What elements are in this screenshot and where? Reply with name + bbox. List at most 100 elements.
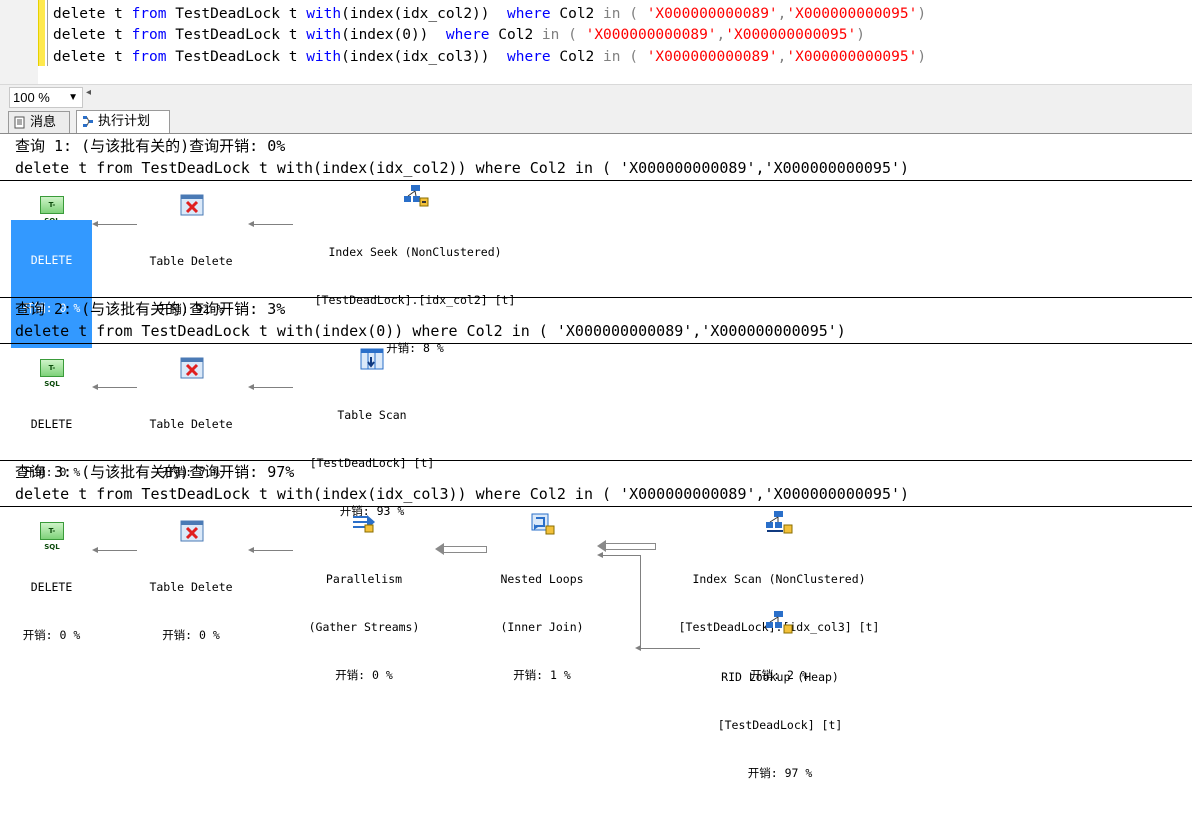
node-cost: 开销: 93 % bbox=[339, 504, 405, 518]
node-detail: (Gather Streams) bbox=[308, 620, 420, 634]
plan-node-index-scan[interactable]: Index Scan (NonClustered) [TestDeadLock]… bbox=[650, 539, 908, 715]
code-text: (index(idx_col3)) bbox=[341, 49, 507, 65]
operator: , bbox=[777, 49, 787, 65]
nested-loops-icon[interactable] bbox=[530, 511, 556, 539]
operator: ( bbox=[620, 6, 647, 22]
node-cost: 开销: 0 % bbox=[22, 628, 81, 642]
node-label: Table Delete bbox=[149, 254, 233, 268]
code-line-2[interactable]: delete t from TestDeadLock t with(index(… bbox=[53, 25, 865, 45]
string-literal: 'X000000000095' bbox=[786, 49, 918, 65]
table-delete-icon[interactable] bbox=[180, 194, 204, 220]
query-3-top-divider bbox=[0, 460, 1192, 461]
zoom-bar: 100 % ▼ ◂ bbox=[0, 84, 1192, 109]
node-label: Parallelism bbox=[325, 572, 403, 586]
node-cost: 开销: 2 % bbox=[750, 668, 808, 682]
node-cost: 开销: 92 % bbox=[158, 302, 224, 316]
index-scan-icon[interactable] bbox=[765, 510, 793, 538]
query-2-top-divider bbox=[0, 297, 1192, 298]
node-cost: 开销: 97 % bbox=[747, 766, 813, 780]
code-text: Col2 bbox=[550, 49, 604, 65]
operator: in bbox=[603, 6, 621, 22]
code-text: TestDeadLock t bbox=[166, 49, 307, 65]
string-literal: 'X000000000089' bbox=[585, 27, 717, 43]
plan-node-table-delete[interactable]: Table Delete 开销: 0 % bbox=[130, 547, 252, 675]
tab-label: 消息 bbox=[30, 115, 57, 130]
code-text: (index(idx_col2)) bbox=[341, 6, 507, 22]
operator: ) bbox=[856, 27, 865, 43]
flow-arrow bbox=[597, 540, 656, 552]
code-line-1[interactable]: delete t from TestDeadLock t with(index(… bbox=[53, 4, 926, 24]
plan-node-nested-loops[interactable]: Nested Loops (Inner Join) 开销: 1 % bbox=[483, 539, 601, 715]
query-2-title: 查询 2: (与该批有关的)查询开销: 3% bbox=[15, 300, 286, 318]
query-3-text: delete t from TestDeadLock t with(index(… bbox=[15, 485, 910, 503]
node-cost: 开销: 1 % bbox=[513, 668, 571, 682]
tab-execution-plan[interactable]: 执行计划 bbox=[76, 110, 170, 133]
keyword: where bbox=[506, 49, 551, 65]
flow-arrow bbox=[92, 547, 137, 553]
operator: ( bbox=[620, 49, 647, 65]
plan-node-index-seek[interactable]: Index Seek (NonClustered) [TestDeadLock]… bbox=[280, 212, 550, 388]
zoom-dropdown[interactable]: 100 % ▼ bbox=[9, 87, 83, 108]
plan-node-table-delete[interactable]: Table Delete 开销: 92 % bbox=[130, 221, 252, 349]
plan-node-rid-lookup[interactable]: RID Lookup (Heap) [TestDeadLock] [t] 开销:… bbox=[690, 637, 870, 813]
tsql-icon-label: T-SQL bbox=[40, 196, 64, 225]
tsql-icon[interactable]: T-SQL bbox=[40, 359, 64, 388]
flow-arrow bbox=[92, 384, 137, 390]
tsql-icon[interactable]: T-SQL bbox=[40, 196, 64, 225]
query-1-text: delete t from TestDeadLock t with(index(… bbox=[15, 159, 910, 177]
rid-lookup-icon[interactable] bbox=[765, 610, 793, 638]
node-object: [TestDeadLock] [t] bbox=[309, 456, 435, 470]
node-label: RID Lookup (Heap) bbox=[721, 670, 839, 684]
tab-label: 执行计划 bbox=[98, 114, 151, 129]
parallelism-icon[interactable] bbox=[351, 511, 377, 537]
keyword: with bbox=[306, 49, 342, 65]
plan-node-delete[interactable]: DELETE 开销: 0 % bbox=[11, 384, 92, 512]
node-label: DELETE bbox=[30, 580, 73, 594]
node-label: Table Delete bbox=[149, 417, 233, 431]
sql-editor[interactable]: delete t from TestDeadLock t with(index(… bbox=[0, 0, 1192, 84]
query-2-text: delete t from TestDeadLock t with(index(… bbox=[15, 322, 846, 340]
code-text: TestDeadLock t bbox=[166, 6, 307, 22]
plan-node-parallelism[interactable]: Parallelism (Gather Streams) 开销: 0 % bbox=[289, 539, 439, 715]
plan-node-delete[interactable]: DELETE 开销: 0 % bbox=[11, 547, 92, 675]
tab-messages[interactable]: 消息 bbox=[8, 111, 70, 133]
node-label: Table Scan bbox=[337, 408, 407, 422]
query-3-title: 查询 3: (与该批有关的)查询开销: 97% bbox=[15, 463, 295, 481]
operator: ) bbox=[917, 6, 927, 22]
keyword: from bbox=[131, 6, 167, 22]
flow-arrow bbox=[597, 552, 640, 558]
plan-node-delete[interactable]: DELETE 开销: 0 % bbox=[11, 220, 92, 348]
scroll-left-icon[interactable]: ◂ bbox=[86, 87, 92, 98]
operator: , bbox=[777, 6, 787, 22]
editor-gutter bbox=[0, 0, 38, 84]
index-seek-icon[interactable] bbox=[403, 184, 429, 212]
node-object: [TestDeadLock].[idx_col2] [t] bbox=[314, 293, 516, 307]
node-cost: 开销: 7 % bbox=[162, 465, 220, 479]
node-object: [TestDeadLock].[idx_col3] [t] bbox=[678, 620, 880, 634]
plan-node-table-delete[interactable]: Table Delete 开销: 7 % bbox=[130, 384, 252, 512]
chevron-down-icon[interactable]: ▼ bbox=[68, 92, 78, 103]
node-label: DELETE bbox=[30, 253, 73, 267]
table-delete-icon[interactable] bbox=[180, 520, 204, 546]
query-3-divider bbox=[0, 506, 1192, 507]
node-detail: (Inner Join) bbox=[500, 620, 584, 634]
string-literal: 'X000000000089' bbox=[646, 6, 778, 22]
node-label: Table Delete bbox=[149, 580, 233, 594]
code-text: TestDeadLock t bbox=[166, 27, 307, 43]
tsql-icon[interactable]: T-SQL bbox=[40, 522, 64, 551]
table-scan-icon[interactable] bbox=[360, 348, 384, 374]
change-tracking-bar bbox=[38, 0, 45, 66]
execution-plan-pane[interactable]: 查询 1: (与该批有关的)查询开销: 0% delete t from Tes… bbox=[0, 134, 1192, 780]
outline-line bbox=[47, 0, 48, 66]
node-cost: 开销: 0 % bbox=[162, 628, 220, 642]
code-line-3[interactable]: delete t from TestDeadLock t with(index(… bbox=[53, 47, 926, 67]
plan-node-table-scan[interactable]: Table Scan [TestDeadLock] [t] 开销: 93 % bbox=[282, 375, 462, 551]
operator: in bbox=[603, 49, 621, 65]
node-cost: 开销: 8 % bbox=[386, 341, 444, 355]
results-tabs: 消息 执行计划 bbox=[0, 108, 1192, 134]
table-delete-icon[interactable] bbox=[180, 357, 204, 383]
node-label: Index Seek (NonClustered) bbox=[328, 245, 502, 259]
zoom-value: 100 % bbox=[13, 90, 50, 105]
execution-plan-icon bbox=[82, 114, 94, 127]
connector-line bbox=[635, 645, 700, 651]
